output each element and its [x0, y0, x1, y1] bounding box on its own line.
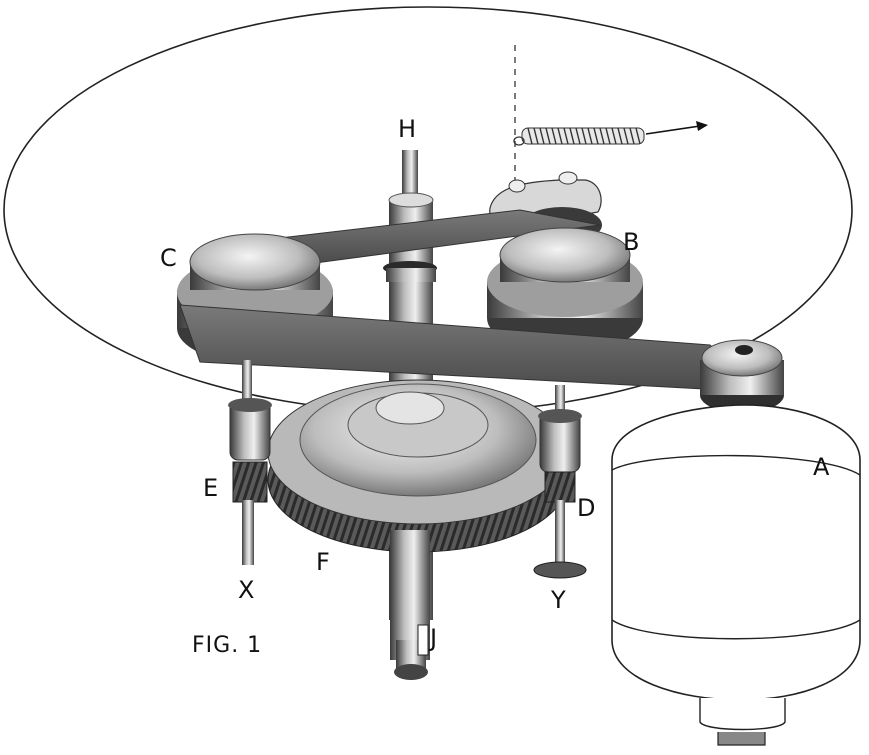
tension-spring [513, 127, 645, 146]
motor-pulley [700, 339, 784, 413]
label-d: D [577, 494, 595, 522]
label-c: C [160, 244, 177, 272]
shaft-x-assembly [228, 360, 272, 565]
label-a: A [813, 453, 830, 481]
label-h: H [398, 115, 416, 143]
main-belt [179, 304, 762, 393]
label-f: F [316, 548, 330, 576]
pull-arrow [645, 121, 708, 135]
label-y: Y [550, 586, 566, 614]
large-gear-f [267, 379, 569, 553]
label-e: E [203, 474, 218, 502]
label-b: B [623, 228, 639, 256]
shaft-y-assembly [533, 385, 587, 579]
label-j: J [428, 624, 437, 652]
figure-caption: FIG. 1 [192, 633, 262, 658]
lower-shaft-j [390, 530, 430, 680]
label-x: X [238, 576, 254, 604]
motor-a [611, 404, 861, 746]
